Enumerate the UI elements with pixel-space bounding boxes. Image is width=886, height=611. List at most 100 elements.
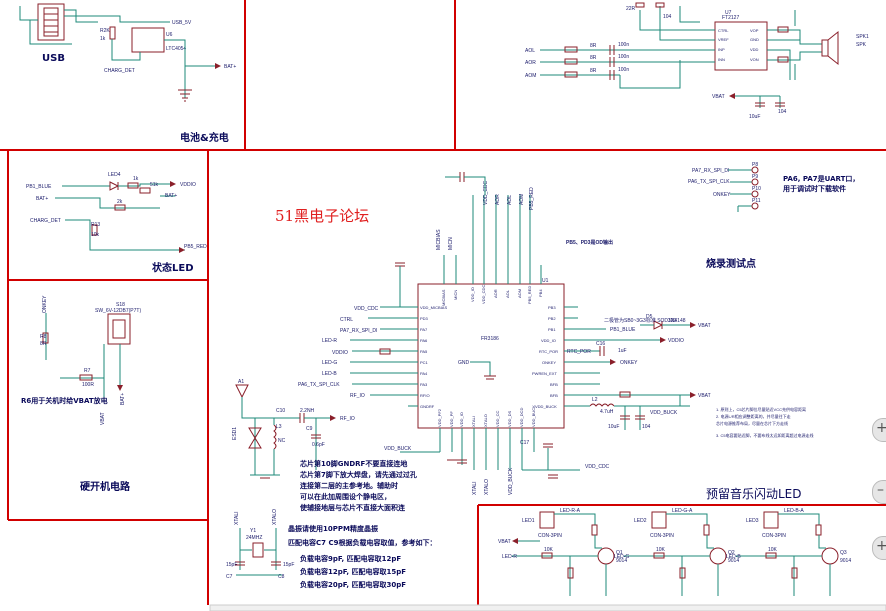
- zoom-in-button[interactable]: +: [872, 418, 886, 442]
- cap-c17: C17: [520, 440, 529, 446]
- layout-note-3: 芯片电源推荐布局，尽量在芯片下方走线: [716, 420, 788, 426]
- music-block-1-connector: [539, 511, 555, 529]
- test-pad-3: [751, 190, 759, 198]
- rf-c2-val: 0.6pF: [312, 442, 325, 448]
- audio-amp-ic: [714, 21, 768, 71]
- usb-connector: [37, 3, 65, 41]
- xtal-c7-val: 15pF: [226, 562, 237, 568]
- plus-icon: +: [876, 420, 886, 436]
- net-vdd-cdc-bottom: VDD_CDC: [585, 464, 610, 470]
- music-block-2-q-ref: Q2: [728, 550, 735, 556]
- mcu-pin-pa7: PA7: [420, 327, 428, 332]
- rf-circuit: A1 C10 2.2NH RF_IO ESD1 L3 NC C9 0.6pF 芯…: [232, 379, 417, 512]
- status-r13-val: 10k: [91, 232, 100, 238]
- mcu-pin-vdd-buck-bottom: VDD_BUCK: [531, 405, 536, 427]
- mcu-pin-vdd-io-bottom: VDD_IO: [459, 412, 464, 427]
- audio-vbat-net: VBAT: [712, 94, 725, 100]
- amp-pin-vop: VOP: [750, 28, 759, 33]
- net-vddio-left: VDDIO: [332, 350, 348, 356]
- audio-r1-val: 8R: [590, 43, 597, 49]
- music-block-2-q-type: 9014: [728, 558, 739, 564]
- test-pad-4: [751, 202, 759, 210]
- test-pad-1: [751, 166, 759, 174]
- tp-pad-ref-3: P10: [752, 186, 761, 192]
- music-block-3-led-ref: LED3: [746, 518, 759, 524]
- music-vbat-net: VBAT: [498, 539, 511, 545]
- mcu-pin-vddio-top: VDD_IO: [470, 287, 475, 302]
- net-led-r: LED-R: [322, 338, 337, 344]
- net-vbat-right: VBAT: [698, 323, 711, 329]
- inductor-value: 4.7uH: [600, 409, 614, 415]
- audio-input-aom: AOM: [525, 73, 536, 79]
- rf-notes: 芯片第10脚GNDRF不要直接连地 芯片第7脚下放大焊盘，请先通过过孔 连接第二…: [299, 459, 417, 512]
- music-block-2-transistor: [709, 547, 727, 565]
- net-onkey-right: ONKEY: [620, 360, 638, 366]
- charger-ic-name: LTC4054: [166, 46, 186, 52]
- audio-amplifier-circuit: U7 FT2127 CTRL VREF INP INN VOP GND VDD …: [525, 2, 869, 120]
- tp-pad-ref-1: P8: [752, 162, 758, 168]
- music-block-3-connector: [763, 511, 779, 529]
- music-block-3-q-ref: Q3: [840, 550, 847, 556]
- xtal-c8-ref: C8: [278, 574, 285, 580]
- zoom-controls: + – +: [872, 418, 886, 578]
- bat-plus-net: BAT+: [224, 64, 236, 70]
- amp-pin-vdd: VDD: [750, 47, 759, 52]
- xtal-notes: 晶振请使用10PPM精度晶振 匹配电容C7 C9根据负载电容取值，参考如下： 负…: [288, 524, 436, 589]
- zoom-out-button[interactable]: –: [872, 480, 886, 504]
- mcu-pin-pb3: PB3: [548, 305, 556, 310]
- mcu-pin-vdd-micbias: VDD_MICBIAS: [420, 305, 447, 310]
- net-vdd-cdc-top: VDD_CDC: [483, 180, 489, 205]
- layout-notes: 1. 原则上，C5芯片脚位尽量贴近VCC充供电容距离 2. 电源L/R相应调整距…: [716, 406, 814, 438]
- rf-note-3: 连接第二层的主参考地。辅助时: [300, 481, 398, 490]
- net-pb1-blue-right: PB1_BLUE: [610, 327, 636, 333]
- speaker: [821, 39, 829, 57]
- amp-pin-ctrl: CTRL: [718, 28, 729, 33]
- net-aor: AOR: [495, 194, 501, 205]
- music-block-3-r-top: [815, 524, 822, 536]
- music-block-3-net: LED-B-A: [784, 508, 804, 514]
- net-pa6-tx: PA6_TX_SPI_CLK: [298, 382, 340, 388]
- amp-pin-inp: INP: [718, 47, 725, 52]
- net-vdd-buck-bottom: VDD_BUCK: [384, 446, 412, 452]
- status-pb1-blue: PB1_BLUE: [26, 184, 52, 190]
- horizontal-scrollbar[interactable]: [209, 604, 886, 611]
- rf-note-2: 芯片第7脚下放大焊盘，请先通过过孔: [300, 470, 417, 479]
- music-block-3-wire-a: [778, 513, 820, 525]
- antenna: [235, 384, 249, 399]
- audio-cap-104: 104: [778, 109, 787, 115]
- xtal-note-5: 负载电容20pF, 匹配电容取30pF: [300, 580, 406, 589]
- status-r3: 51k: [150, 182, 159, 188]
- usb-charger-circuit: USB USB_5V R2K 1k U6 LTC4054 CHARG_DET B…: [19, 3, 236, 144]
- status-led-circuit: PB1_BLUE BAT+ CHARG_DET LED4 1k 2k 51k V…: [26, 172, 207, 274]
- mcu-chip: [417, 283, 565, 429]
- music-block-2-net: LED-G-A: [672, 508, 693, 514]
- watermark: 51黑电子论坛: [275, 207, 369, 225]
- mcu-pin-xtali: XTALI: [471, 416, 476, 427]
- music-block-3-ctrl-net: LED-B: [726, 554, 741, 560]
- mcu-pin-vdd-pf: VDD_PF: [449, 411, 454, 427]
- music-block-3-wire-b: [818, 535, 826, 549]
- diode-note: 二极管为SB0~3G3标准 SOD323: [604, 317, 677, 324]
- fit-button[interactable]: +: [872, 536, 886, 560]
- music-block-1-transistor: [597, 547, 615, 565]
- mcu-pin-gndrf: GNDRF: [420, 404, 435, 409]
- music-block-3-r-base: [765, 552, 777, 559]
- pk-switch: SW_6V-12DB7(P7T): [95, 308, 141, 314]
- tp-signal-pa6: PA6_TX_SPI_CLK: [688, 179, 730, 185]
- net-xtalo-bottom: XTALO: [484, 479, 490, 495]
- mcu-pin-pc1: PC1: [420, 360, 429, 365]
- mcu-bottom-pins: VDD_PF2 VDD_PF VDD_IO XTALI XTALO VDD_CC…: [384, 405, 610, 495]
- mcu-pin-vdd-dcd: VDD_DCD: [519, 408, 524, 427]
- net-ctrl: CTRL: [340, 317, 353, 323]
- music-block-2-ctrl-net: LED-G: [614, 554, 629, 560]
- rf-note-5: 使辅接地层与芯片不直接大面积连: [299, 503, 406, 512]
- mcu-pin-micn: MICN: [453, 290, 458, 300]
- music-block-3-r-val: 10K: [768, 547, 778, 553]
- diode-type: 1N4148: [668, 318, 686, 324]
- xtal-note-2: 匹配电容C7 C9根据负载电容取值，参考如下：: [288, 538, 436, 547]
- pk-vbat: VBAT: [100, 412, 106, 425]
- tp-signal-onkey: ONKEY: [713, 192, 731, 198]
- plus-icon: +: [876, 538, 886, 554]
- net-vdd-buck-b2: VDD_BUCK: [508, 467, 514, 495]
